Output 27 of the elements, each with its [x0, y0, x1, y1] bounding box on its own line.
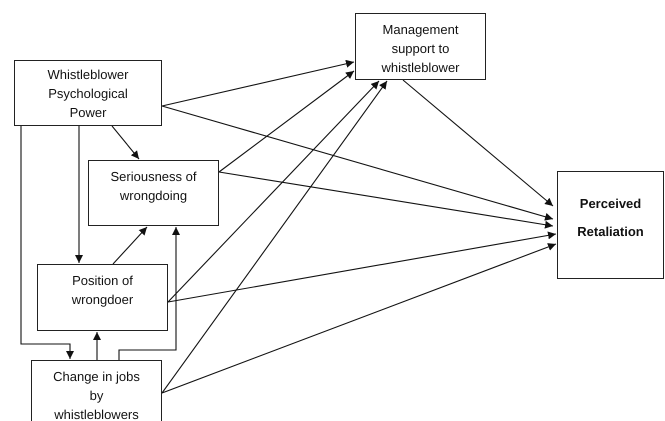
arrow [402, 80, 554, 206]
arrow [93, 332, 101, 360]
box-label: Change in jobs by whistleblowers [52, 368, 141, 421]
arrow [162, 80, 388, 394]
arrow [162, 105, 554, 221]
arrow [218, 171, 554, 229]
arrow [112, 126, 140, 160]
process-box [14, 60, 162, 126]
arrow [168, 231, 556, 303]
box-label: Position of wrongdoer [70, 272, 134, 309]
box-label: Management support to whistleblower [380, 21, 461, 77]
arrow [20, 126, 74, 359]
arrow [168, 80, 380, 302]
arrow [162, 243, 556, 394]
process-box [557, 171, 664, 279]
process-box [88, 160, 219, 226]
box-label: Whistleblower Psychological Power [46, 66, 130, 122]
arrow [112, 226, 148, 264]
process-box [355, 13, 486, 80]
process-box [31, 360, 162, 421]
arrow [118, 227, 180, 360]
arrow [75, 126, 83, 263]
box-label: Perceived Retaliation [576, 195, 645, 241]
arrow [162, 60, 354, 107]
box-label: Seriousness of wrongdoing [110, 168, 198, 205]
arrow [218, 70, 354, 172]
process-box [37, 264, 168, 331]
